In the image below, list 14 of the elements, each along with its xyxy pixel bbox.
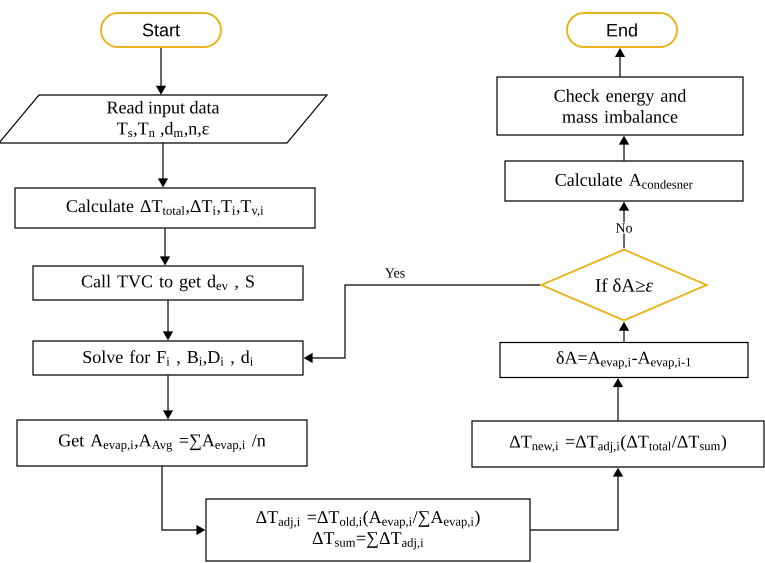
start-terminal: Start — [100, 12, 222, 48]
process-box: Calculate ΔT$_{total}$,ΔT$_{i}$,T$_{i}$,T$_{v,i}$ — [14, 187, 316, 229]
input-parallelogram: Read input data T$_{s}$,T$_{n}$ ,d$_{m}$,n,ε — [0, 94, 328, 144]
process-box: Check energy and mass imbalance — [496, 76, 744, 136]
edge-label: No — [614, 222, 634, 234]
process-box: Get A$_{evap,i}$,A$_{Avg}$ =∑A$_{evap,i}$ /n — [16, 419, 308, 467]
process-box: $\mathrm{Calculate\ A_{condesner}}$ — [504, 160, 744, 202]
edge-label: Yes — [384, 267, 406, 279]
process-box: ΔT$_{new,i}$ =ΔT$_{adj,i}$(ΔT$_{total}$/ΔT$_{sum}$) — [471, 420, 765, 468]
process-box: δA=A$_{evap,i}$-A$_{evap,i-1}$ — [499, 342, 749, 378]
process-box: Call TVC to get d$_{ev}$ , S — [32, 265, 304, 301]
process-box: Solve for F$_{i}$ , B$_{i}$,D$_{i}$ , d$_{i}$ — [32, 340, 304, 376]
process-box: ΔT$_{adj,i}$ =ΔT$_{old,i}$(A$_{evap,i}$/∑A$_{evap,i}$) ΔT$_{sum}$=∑ΔT$_{adj,i}$ — [205, 498, 531, 562]
end-terminal: End — [566, 12, 678, 48]
